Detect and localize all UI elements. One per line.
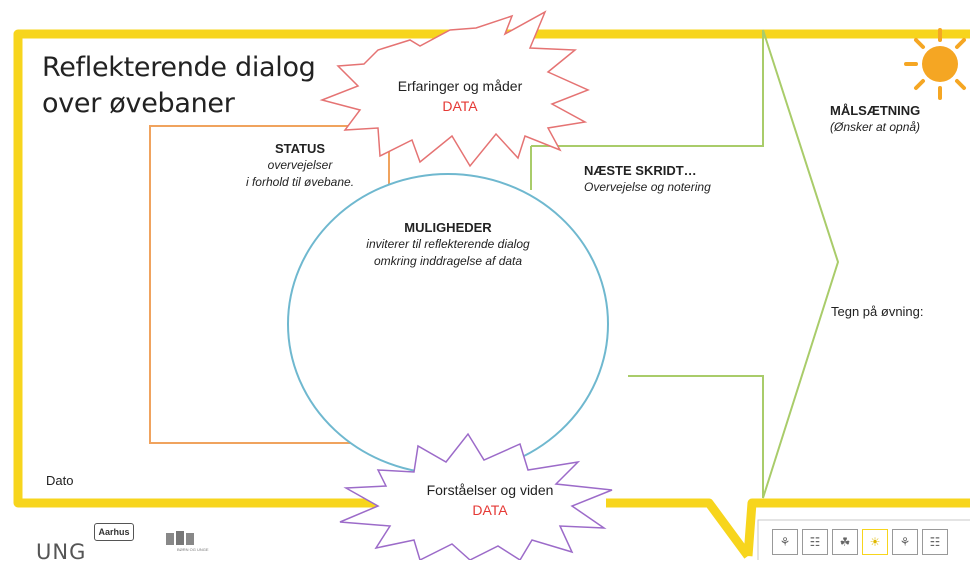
dato-label: Dato: [46, 473, 74, 488]
burst-top: [319, 10, 590, 168]
burst-bottom-text: Forståelser og viden DATA: [410, 480, 570, 520]
burst-top-data: DATA: [442, 98, 478, 114]
muligheder-text: MULIGHEDER inviterer til reflekterende d…: [328, 219, 568, 270]
sun-icon: [904, 28, 966, 100]
aarhus-crest-icon: [166, 531, 194, 545]
activity-icon: ☀: [862, 529, 888, 555]
muligheder-line-1: inviterer til reflekterende dialog: [366, 237, 530, 251]
activity-icon: ☷: [802, 529, 828, 555]
burst-top-text: Erfaringer og måder DATA: [380, 76, 540, 116]
burst-bottom-line-1: Forståelser og viden: [426, 482, 554, 498]
activity-icon: ⚘: [772, 529, 798, 555]
naeste-heading: NÆSTE SKRIDT…: [584, 163, 697, 178]
ung-logo: UNG: [36, 540, 87, 564]
burst-bottom-data: DATA: [472, 502, 508, 518]
maal-line-1: (Ønsker at opnå): [830, 120, 921, 134]
crest-caption: BØRN OG UNGE: [177, 547, 209, 552]
aarhus-tag: Aarhus: [94, 523, 134, 541]
activity-icon: ⚘: [892, 529, 918, 555]
naeste-skridt-text: NÆSTE SKRIDT… Overvejelse og notering: [584, 162, 764, 196]
muligheder-line-2: omkring inddragelse af data: [373, 254, 523, 268]
page-title: Reflekterende dialog over øvebaner: [42, 50, 316, 122]
status-line-2: i forhold til øvebane.: [245, 175, 355, 189]
status-line-1: overvejelser: [267, 158, 333, 172]
burst-top-line-1: Erfaringer og måder: [397, 78, 523, 94]
title-line-1: Reflekterende dialog: [42, 52, 316, 83]
title-line-2: over øvebaner: [42, 88, 235, 119]
tegn-paa-oevning: Tegn på øvning:: [831, 304, 924, 319]
green-arrow: [531, 29, 840, 499]
icon-strip-frame: [757, 519, 970, 560]
activity-icon: ☷: [922, 529, 948, 555]
status-text: STATUS overvejelser i forhold til øveban…: [180, 140, 380, 191]
status-heading: STATUS: [274, 141, 326, 156]
activity-icon: ☘: [832, 529, 858, 555]
burst-bottom: [339, 432, 613, 560]
naeste-line-1: Overvejelse og notering: [584, 180, 711, 194]
muligheder-heading: MULIGHEDER: [404, 220, 492, 235]
maalsaetning-text: MÅLSÆTNING (Ønsker at opnå): [830, 102, 965, 136]
maal-heading: MÅLSÆTNING: [830, 103, 921, 118]
